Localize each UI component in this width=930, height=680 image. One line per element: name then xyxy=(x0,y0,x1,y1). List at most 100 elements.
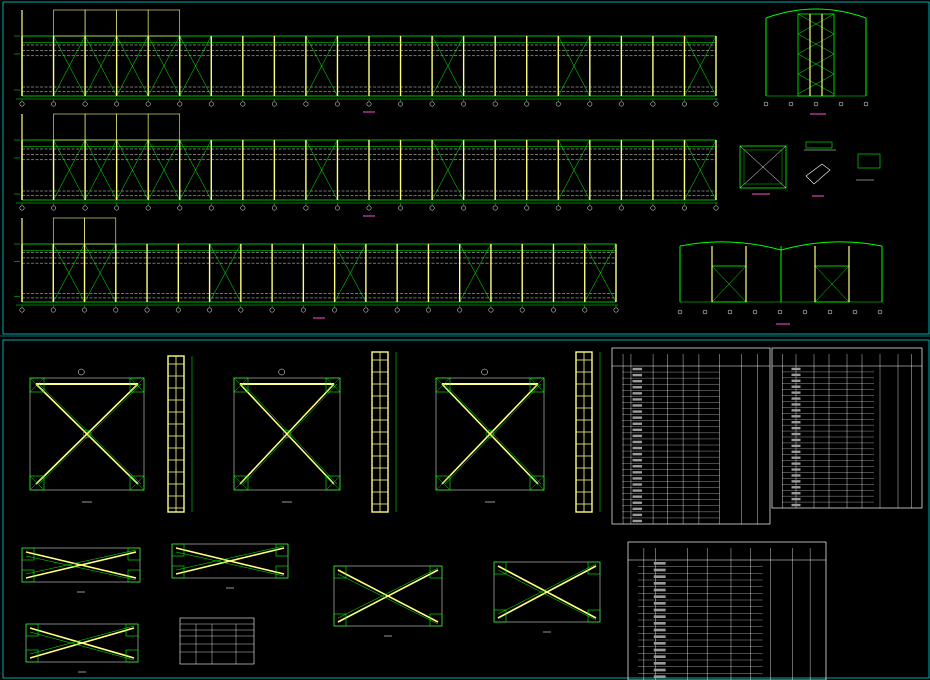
gable-single xyxy=(763,8,869,115)
x-brace xyxy=(459,243,492,303)
gusset-plate xyxy=(21,569,35,583)
callout-bubble xyxy=(78,368,85,376)
gusset-plate xyxy=(171,565,185,579)
table-cell-mark xyxy=(632,367,643,371)
gusset-plate xyxy=(25,649,39,663)
elevation-3 xyxy=(14,217,619,319)
table-frame xyxy=(179,617,255,665)
gusset-plate xyxy=(29,377,45,393)
gusset-hatch xyxy=(233,475,249,491)
table-cell-mark xyxy=(791,462,801,465)
x-brace xyxy=(84,35,117,97)
table-cell-mark xyxy=(791,492,801,495)
gusset-plate xyxy=(435,377,451,393)
sheet-bottom-material-tables xyxy=(611,347,923,680)
gusset-plate xyxy=(587,609,601,623)
x-brace xyxy=(84,139,117,201)
axis-bubble xyxy=(727,309,733,315)
table-cell-mark xyxy=(653,675,666,678)
x-brace xyxy=(305,139,338,201)
x-brace xyxy=(179,35,212,97)
table-cell-mark xyxy=(653,602,666,605)
elevation-1 xyxy=(14,9,719,113)
gusset-hatch xyxy=(129,475,145,491)
x-brace xyxy=(684,35,717,97)
axis-bubble xyxy=(777,309,783,315)
diagonal-brace-edge xyxy=(29,625,135,655)
upper-frame-bay xyxy=(147,9,181,37)
table-cell-mark xyxy=(632,507,643,511)
table-cell-mark xyxy=(632,392,643,395)
ladder-1 xyxy=(167,355,193,513)
axis-bubble xyxy=(838,101,844,107)
x-brace xyxy=(53,35,86,97)
gable-rafter xyxy=(679,241,883,251)
diagonal-brace-edge xyxy=(38,383,142,485)
elevation-2 xyxy=(14,113,719,217)
sheet-top-elevations xyxy=(14,9,719,319)
table-frame xyxy=(627,541,827,680)
table-cell-mark xyxy=(791,403,801,406)
x-brace xyxy=(84,243,117,303)
detail-clip xyxy=(805,163,831,185)
material-table-2 xyxy=(771,347,923,509)
table-cell-mark xyxy=(632,440,643,444)
table-cell-mark xyxy=(791,385,801,388)
table-cell-mark xyxy=(653,635,666,638)
diagonal-brace-edge xyxy=(337,573,439,625)
flat-panel-2 xyxy=(171,543,289,589)
panel-outline xyxy=(233,377,341,491)
axis-bubble xyxy=(877,309,883,315)
table-cell-mark xyxy=(791,438,801,442)
x-brace xyxy=(209,243,242,303)
gusset-plate xyxy=(127,547,141,561)
table-cell-mark xyxy=(632,404,643,407)
upper-frame-bay xyxy=(84,217,117,245)
x-brace xyxy=(558,139,591,201)
table-cell-mark xyxy=(653,595,666,598)
table-cell-mark xyxy=(791,421,801,424)
table-cell-mark xyxy=(632,373,643,377)
diagonal-brace xyxy=(29,627,135,659)
table-cell-mark xyxy=(653,662,666,665)
top-sheet-border xyxy=(2,1,930,335)
gusset-plate xyxy=(529,475,545,491)
x-brace xyxy=(334,243,367,303)
gusset-plate xyxy=(233,475,249,491)
x-brace xyxy=(431,139,464,201)
gusset-hatch xyxy=(29,475,45,491)
gable-double xyxy=(677,241,883,325)
table-cell-mark xyxy=(632,386,643,389)
gusset-plate xyxy=(129,475,145,491)
bracing-panel-2 xyxy=(233,368,341,503)
table-cell-mark xyxy=(653,608,666,612)
table-cell-mark xyxy=(791,456,801,459)
diagonal-brace-edge xyxy=(497,563,597,615)
table-cell-mark xyxy=(653,655,666,658)
table-cell-mark xyxy=(632,446,643,450)
table-cell-mark xyxy=(791,444,801,448)
x-brace xyxy=(797,33,835,55)
gusset-hatch xyxy=(325,475,341,491)
table-cell-mark xyxy=(791,367,801,371)
x-brace xyxy=(179,139,212,201)
table-cell-mark xyxy=(791,397,801,400)
ladder-3 xyxy=(575,351,601,513)
x-brace xyxy=(53,139,86,201)
gusset-plate xyxy=(275,565,289,579)
axis-bubble xyxy=(852,309,858,315)
diagonal-brace-edge xyxy=(337,567,439,619)
diagonal-brace-edge xyxy=(242,383,338,485)
table-cell-mark xyxy=(632,471,643,474)
sheet-bottom-bracing-details xyxy=(21,351,601,673)
table-cell-mark xyxy=(791,432,801,436)
table-cell-mark xyxy=(632,495,643,498)
gable-rafter xyxy=(765,8,867,19)
diagonal-brace xyxy=(35,383,139,485)
node-detail xyxy=(739,141,881,197)
diagonal-brace-edge xyxy=(175,545,285,571)
callout-bubble xyxy=(481,368,488,376)
table-cell-mark xyxy=(632,519,643,523)
